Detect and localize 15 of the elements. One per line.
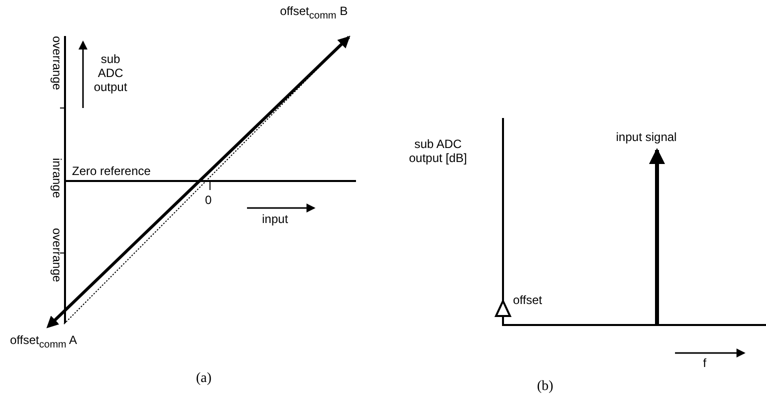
axis-label: Zero reference [72,164,151,178]
point-label: offset$_{comm}$ A [10,333,78,352]
signal-label: input signal [616,130,677,144]
point-label: offset$_{comm}$ B [280,4,348,24]
axis-label: sub ADC output [92,52,128,94]
signal-label: offset [513,293,542,307]
panel-caption: (a) [196,372,212,386]
axis-label: input [262,212,288,226]
axis-label: sub ADC output [dB] [408,137,468,165]
axis-label: f [703,356,706,370]
range-label: overrange [50,36,64,90]
tick-label: 0 [205,193,212,207]
range-label: inrange [50,158,64,198]
panel-caption: (b) [537,380,554,394]
range-label: overrange [50,228,64,282]
